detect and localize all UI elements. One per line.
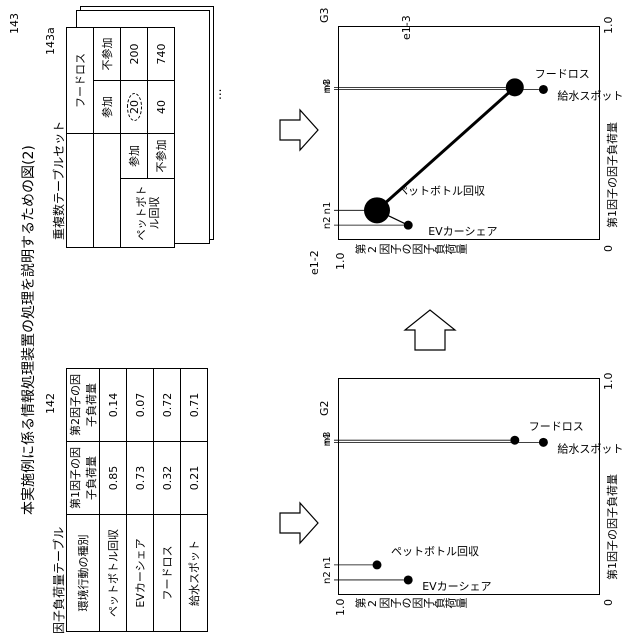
node-id-label: n1 <box>322 556 333 569</box>
chart-g2-marks: ペットボトル回収n1EVカーシェアn2フードロスn3給水スポットn4 <box>338 380 598 595</box>
chart-g3-xmax: 1.0 <box>602 17 615 35</box>
chart-g2-xmax: 1.0 <box>602 373 615 391</box>
chart-g3-ylabel: 第2因子の因子負荷量 <box>355 244 467 256</box>
node-n1 <box>373 560 382 569</box>
node-n4 <box>539 438 548 447</box>
node-n1 <box>364 197 390 223</box>
node-n3 <box>510 436 519 445</box>
chart-g2-ylabel: 第2因子の因子負荷量 <box>355 598 467 610</box>
chart-g2-ymax: 1.0 <box>334 599 347 617</box>
chart-g2-label: G2 <box>318 400 331 416</box>
node-n4 <box>539 85 548 94</box>
arrow-down-icon <box>280 110 318 150</box>
chart-g2-xlabel: 第1因子の因子負荷量 <box>604 474 620 580</box>
node-id-label: n4 <box>322 81 333 94</box>
arrow-right-icon <box>405 310 455 350</box>
chart-g2-origin: 0 <box>602 599 615 606</box>
arrow-down-icon <box>280 503 318 543</box>
node-n2 <box>404 575 413 584</box>
chart-g3-xlabel: 第1因子の因子負荷量 <box>604 122 620 228</box>
node-label: フードロス <box>529 420 584 433</box>
node-id-label: n1 <box>322 202 333 215</box>
chart-g3-label: G3 <box>318 7 331 23</box>
node-n2 <box>404 221 413 230</box>
chart-g3-origin: 0 <box>602 245 615 252</box>
node-label: フードロス <box>535 67 590 80</box>
node-id-label: n2 <box>322 571 333 584</box>
node-label: 給水スポット <box>557 88 623 102</box>
chart-g3-edge-label: e1-2 <box>308 250 321 275</box>
node-label: EVカーシェア <box>422 580 491 593</box>
node-label: ペットボトル回収 <box>391 545 479 558</box>
node-label: EVカーシェア <box>428 225 497 238</box>
node-label: 給水スポット <box>557 441 623 455</box>
chart-g3-ymax: 1.0 <box>334 253 347 271</box>
node-label: ペットボトル回収 <box>397 184 485 197</box>
node-id-label: n4 <box>322 434 333 447</box>
chart-g3-marks: ペットボトル回収n1EVカーシェアn2フードロスn3給水スポットn4 <box>338 28 598 240</box>
node-id-label: n2 <box>322 216 333 229</box>
node-n3 <box>506 78 524 96</box>
